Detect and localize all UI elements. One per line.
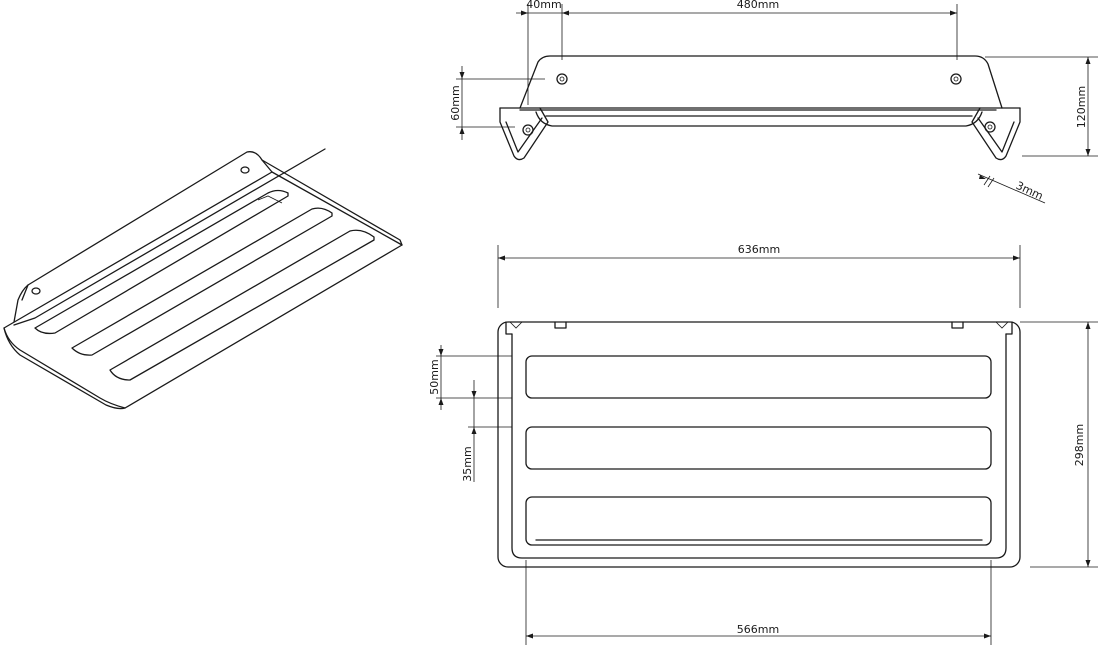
side-view: 40mm 480mm 60mm 120mm 3mm [449,0,1098,204]
side-left-bracket-inner [505,117,543,153]
top-slot-2 [525,426,992,470]
side-back-panel [519,55,1003,109]
iso-slot-detail [257,195,283,204]
dim-slot-gap-label: 35mm [461,446,474,481]
dim-hole-spacing-label: 480mm [737,0,779,11]
top-inner-frame [511,333,1007,559]
top-slot-3 [525,496,992,546]
dim-total-height-label: 120mm [1075,86,1088,128]
iso-mount-hole-left [31,287,41,295]
side-hole-top-right [950,73,962,85]
dim-slot-width-label: 50mm [428,359,441,394]
iso-top-right-edge [261,159,403,246]
iso-front-lip [3,327,126,410]
isometric-view [3,148,403,410]
dim-edge-offset-label: 40mm [526,0,561,11]
side-right-bracket [971,107,1021,161]
top-corner-left [505,321,513,335]
side-hole-bottom-right [984,121,996,133]
top-left-notch [509,321,523,329]
iso-slot-3 [109,229,375,381]
top-left-tab [554,321,567,329]
iso-back-wall-left-edge [13,284,29,323]
dim-overall-depth-label: 298mm [1073,424,1086,466]
top-corner-right [1005,321,1013,335]
side-hole-top-left [556,73,568,85]
side-left-bracket [499,107,549,161]
top-slot-1 [525,355,992,399]
iso-slot-2 [71,207,333,356]
dim-thickness-label: 3mm [1014,179,1045,203]
dim-inner-width-label: 566mm [737,623,779,636]
top-outer-frame [497,321,1021,568]
iso-mount-hole-right [240,166,250,174]
side-hole-bottom-left [522,124,534,136]
top-view: 636mm 298mm 50mm 35mm 566mm [428,243,1098,645]
dim-overall-width-label: 636mm [738,243,780,256]
side-tray-body [535,111,983,127]
iso-slot-1 [34,189,289,335]
dim-hole-height-label: 60mm [449,85,462,120]
iso-back-wall [21,151,273,301]
top-right-notch [995,321,1009,329]
top-right-tab [951,321,964,329]
iso-inner-edge [13,148,326,326]
side-right-bracket-inner [977,117,1015,153]
